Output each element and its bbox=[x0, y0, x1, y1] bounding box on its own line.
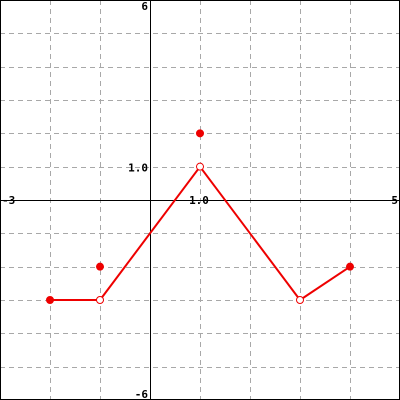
series-line-segment bbox=[199, 166, 301, 301]
series bbox=[46, 129, 354, 304]
open-point bbox=[196, 162, 204, 171]
tick-label-x: 5 bbox=[391, 194, 398, 207]
tick-label-y: 1.0 bbox=[128, 162, 148, 175]
open-point bbox=[96, 296, 104, 304]
tick-label-y: -6 bbox=[135, 388, 149, 400]
open-point bbox=[296, 296, 304, 304]
series-line-segment bbox=[299, 265, 351, 301]
closed-point bbox=[196, 129, 204, 138]
closed-point bbox=[46, 296, 54, 304]
tick-label-y: 6 bbox=[141, 0, 148, 13]
closed-point bbox=[96, 262, 104, 271]
tick-label-x: -3 bbox=[2, 194, 15, 207]
series-line-segment bbox=[99, 166, 201, 301]
closed-point bbox=[346, 262, 354, 271]
tick-label-x: 1.0 bbox=[189, 194, 209, 207]
